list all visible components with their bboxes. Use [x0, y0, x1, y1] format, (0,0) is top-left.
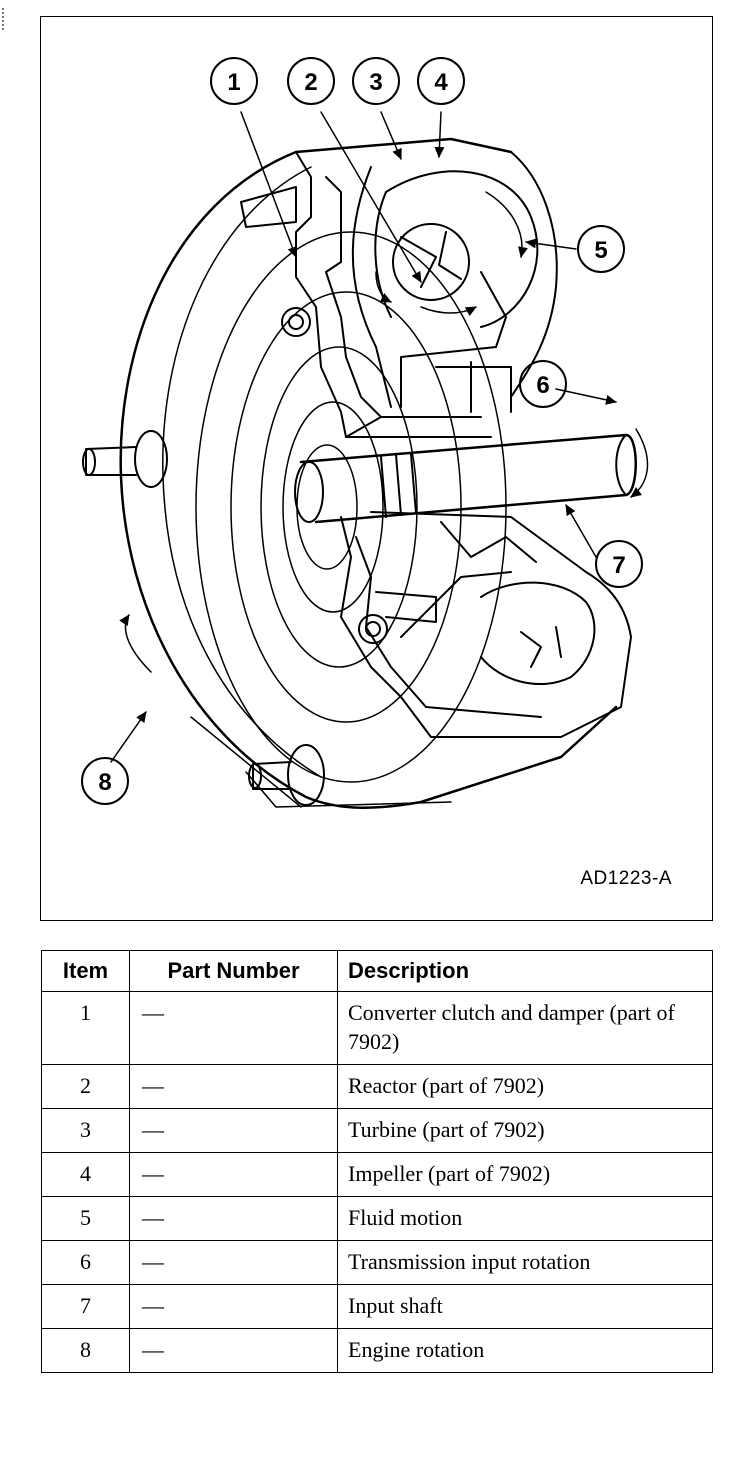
cutaway-lower — [340, 511, 632, 738]
callout-circle-2 — [287, 57, 335, 105]
table-row: 3 — Turbine (part of 7902) — [41, 1108, 713, 1153]
cell-item: 5 — [41, 1196, 130, 1241]
cell-part-number: — — [129, 1240, 338, 1285]
callout-circle-6 — [519, 360, 567, 408]
table-row: 8 — Engine rotation — [41, 1328, 713, 1373]
header-item: Item — [41, 950, 130, 992]
cutaway-upper — [281, 151, 558, 438]
callout-circle-4 — [417, 57, 465, 105]
callout-circle-1 — [210, 57, 258, 105]
scan-mark — [2, 8, 10, 30]
cell-part-number: — — [129, 1196, 338, 1241]
torque-converter-figure: 1 2 3 4 5 6 7 8 AD1223-A — [40, 16, 713, 921]
cell-description: Fluid motion — [337, 1196, 713, 1241]
cell-description: Reactor (part of 7902) — [337, 1064, 713, 1109]
torque-converter-illustration: 1 2 3 4 5 6 7 8 — [81, 57, 649, 810]
cell-part-number: — — [129, 1108, 338, 1153]
table-row: 6 — Transmission input rotation — [41, 1240, 713, 1285]
parts-table: Item Part Number Description 1 — Convert… — [41, 950, 713, 1373]
callout-label-7: 7 — [612, 552, 625, 579]
cell-item: 1 — [41, 991, 130, 1065]
cell-description: Converter clutch and damper (part of 790… — [337, 991, 713, 1065]
callout-circles — [81, 57, 643, 805]
cell-part-number: — — [129, 1328, 338, 1373]
callout-circle-8 — [81, 757, 129, 805]
table-row: 5 — Fluid motion — [41, 1196, 713, 1241]
table-row: 2 — Reactor (part of 7902) — [41, 1064, 713, 1109]
figure-code: AD1223-A — [580, 868, 672, 889]
cell-part-number: — — [129, 1152, 338, 1197]
cell-part-number: — — [129, 1064, 338, 1109]
callout-label-8: 8 — [98, 769, 111, 796]
cell-item: 3 — [41, 1108, 130, 1153]
cell-description: Impeller (part of 7902) — [337, 1152, 713, 1197]
cell-item: 2 — [41, 1064, 130, 1109]
callout-label-4: 4 — [434, 69, 448, 96]
cell-part-number: — — [129, 991, 338, 1065]
cell-item: 4 — [41, 1152, 130, 1197]
cell-item: 7 — [41, 1284, 130, 1329]
callout-circle-3 — [352, 57, 400, 105]
callout-label-6: 6 — [536, 372, 549, 399]
header-description: Description — [337, 950, 713, 992]
callout-circle-7 — [595, 540, 643, 588]
callout-label-1: 1 — [227, 69, 240, 96]
callout-label-5: 5 — [594, 237, 607, 264]
front-cover-rings — [195, 231, 507, 783]
table-row: 7 — Input shaft — [41, 1284, 713, 1329]
cell-description: Engine rotation — [337, 1328, 713, 1373]
cell-item: 6 — [41, 1240, 130, 1285]
callout-label-2: 2 — [304, 69, 317, 96]
cell-description: Transmission input rotation — [337, 1240, 713, 1285]
header-part-number: Part Number — [129, 950, 338, 992]
mounting-studs — [82, 186, 325, 806]
callout-label-3: 3 — [369, 69, 382, 96]
callout-circle-5 — [577, 225, 625, 273]
cell-item: 8 — [41, 1328, 130, 1373]
cell-part-number: — — [129, 1284, 338, 1329]
table-row: 1 — Converter clutch and damper (part of… — [41, 991, 713, 1065]
cell-description: Input shaft — [337, 1284, 713, 1329]
table-header-row: Item Part Number Description — [41, 950, 713, 992]
converter-housing — [119, 137, 618, 810]
table-row: 4 — Impeller (part of 7902) — [41, 1152, 713, 1197]
input-shaft — [294, 433, 637, 524]
callout-leaders — [110, 111, 649, 763]
cell-description: Turbine (part of 7902) — [337, 1108, 713, 1153]
